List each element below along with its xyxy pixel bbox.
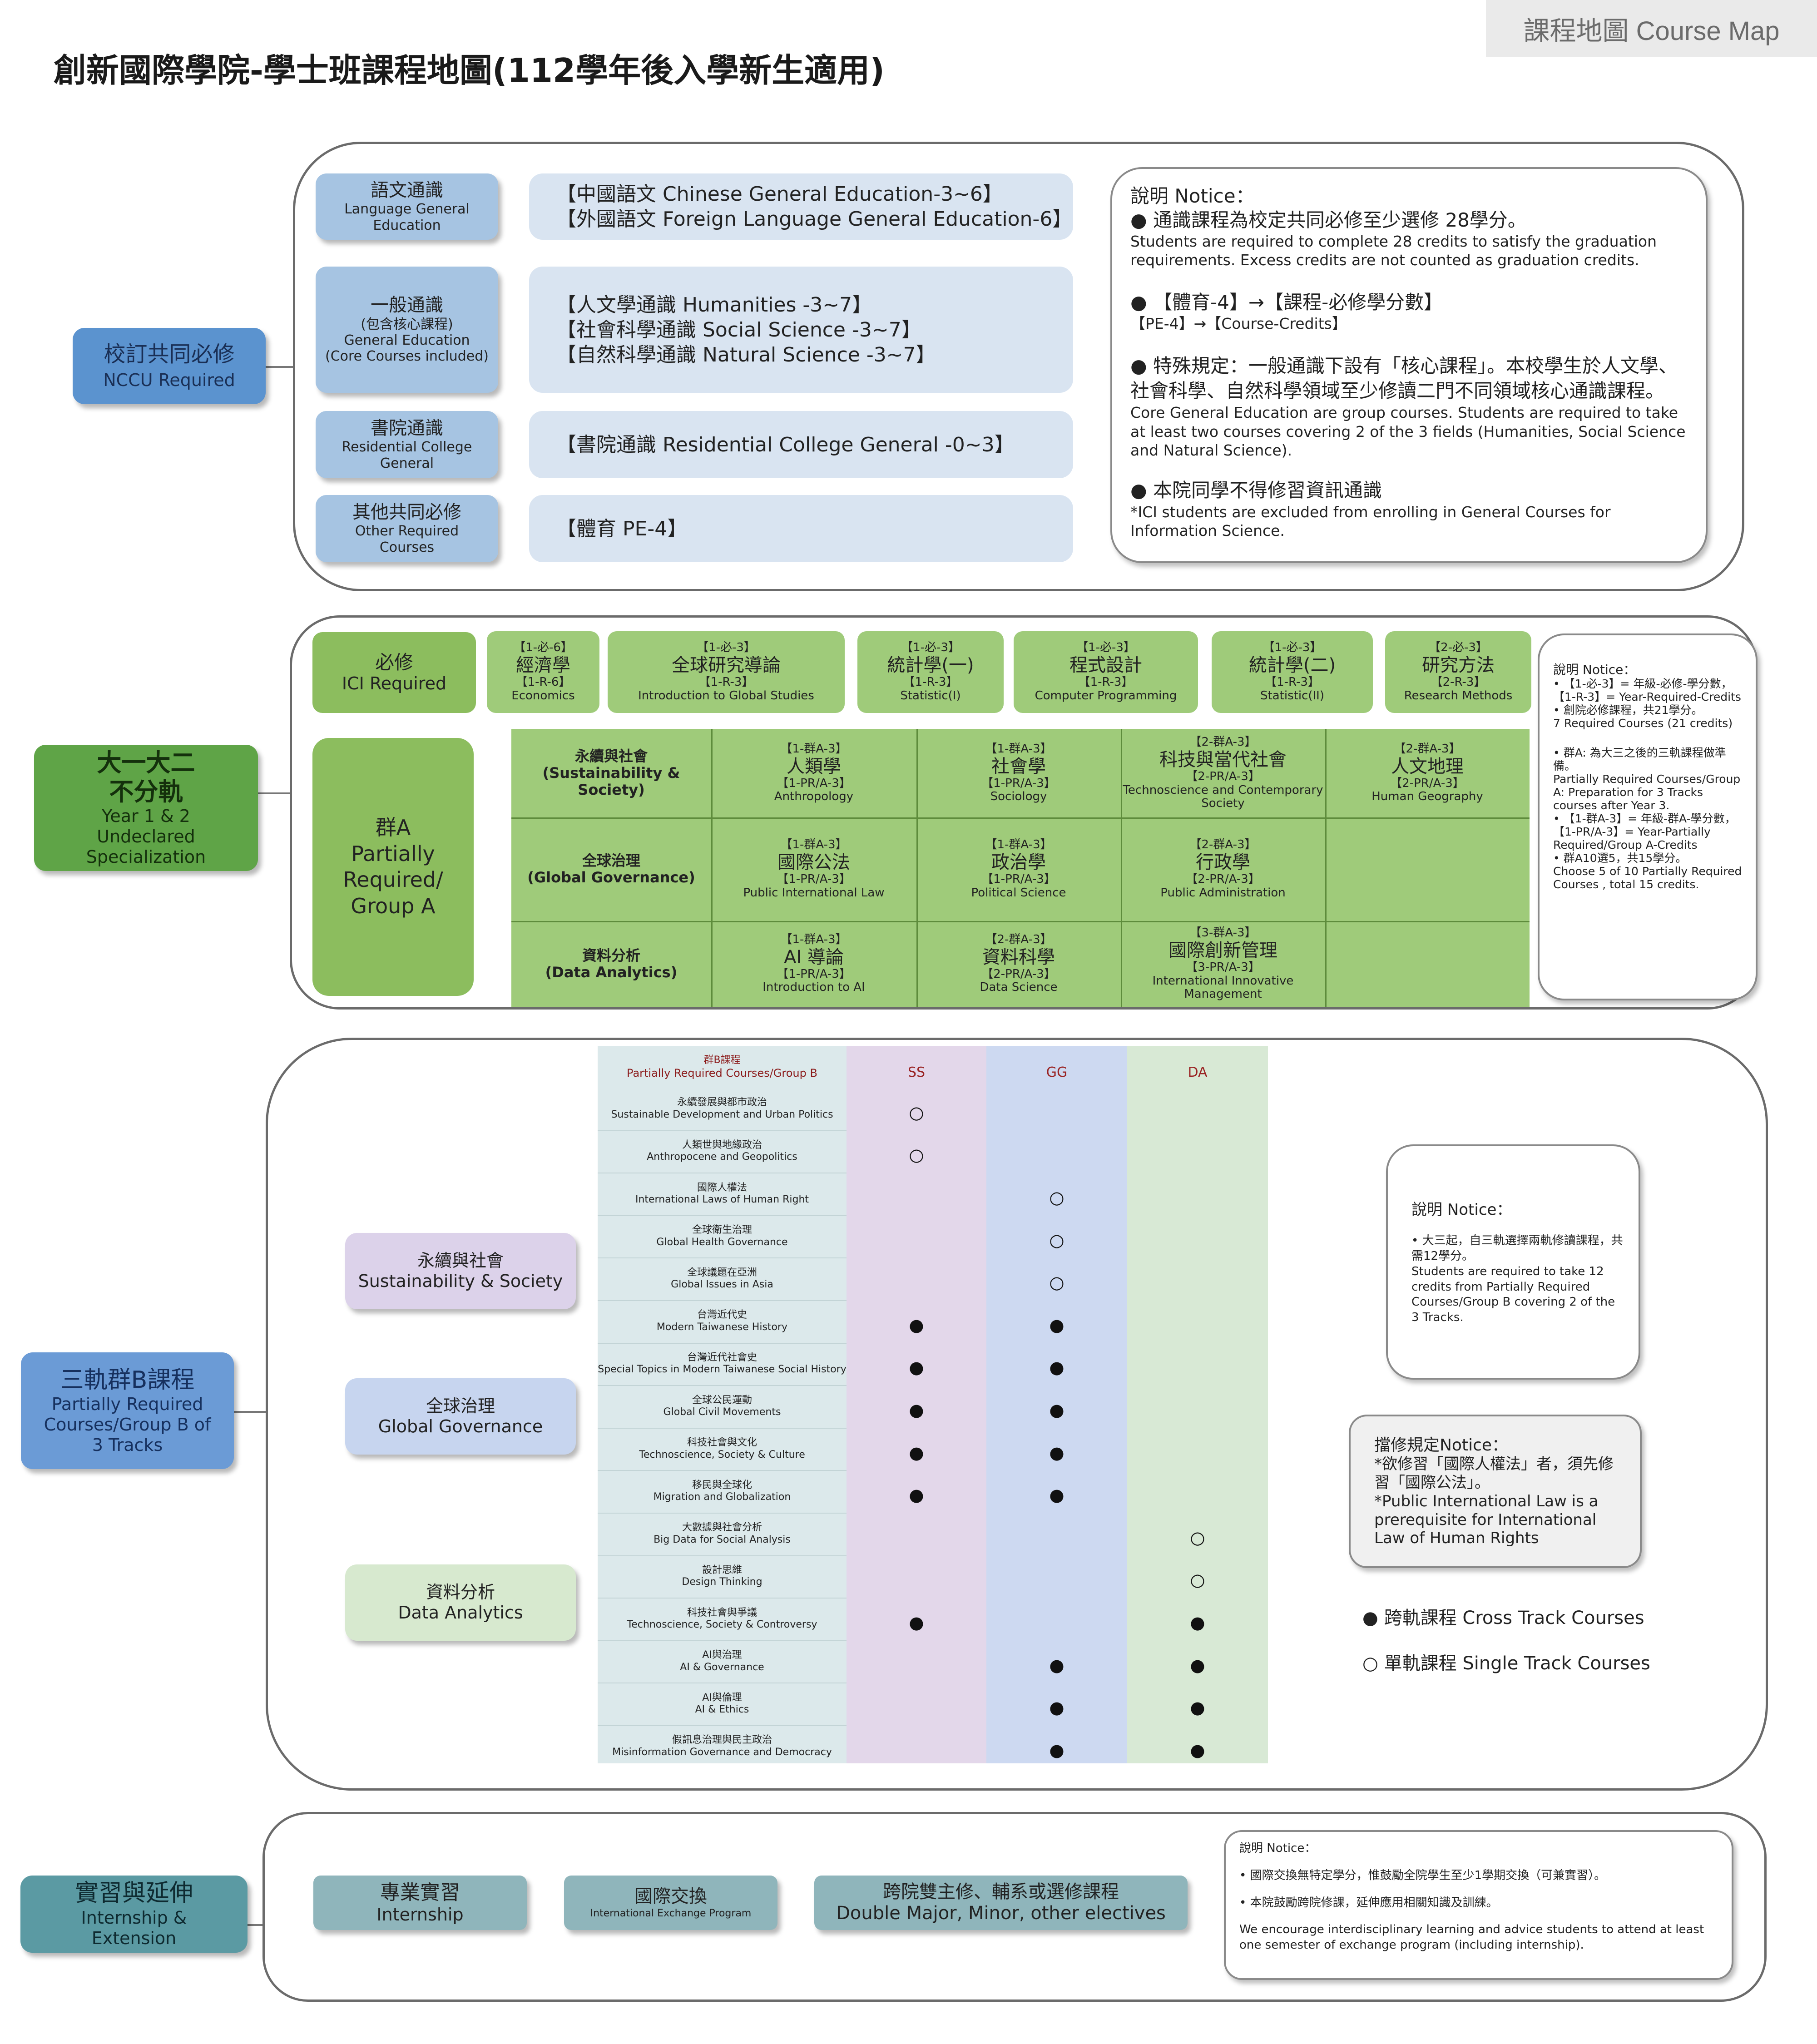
extension-item-2[interactable]: 跨院雙主修、輔系或選修課程 Double Major, Minor, other… — [814, 1876, 1188, 1930]
legend-single: ○ 單軌課程 Single Track Courses — [1362, 1653, 1650, 1674]
extension-item-0[interactable]: 專業實習 Internship — [313, 1876, 527, 1930]
mark-da-13: ● — [1190, 1655, 1205, 1675]
group-b-track-0: 永續與社會 Sustainability & Society — [345, 1233, 576, 1309]
mark-ss-7: ● — [909, 1400, 924, 1420]
group-b-course-7: 全球公民運動 Global Civil Movements — [663, 1394, 781, 1418]
mark-ss-12: ● — [909, 1613, 924, 1633]
group-b-course-5: 台灣近代史 Modern Taiwanese History — [656, 1309, 788, 1333]
gen-category-1: 一般通識(包含核心課程)General Education(Core Cours… — [316, 267, 498, 393]
group-a-label: 群A Partially Required/ Group A — [312, 738, 474, 996]
required-course-3: 【1-必-3】 程式設計 【1-R-3】 Computer Programmin… — [1014, 631, 1198, 713]
gg-column — [986, 1046, 1127, 1763]
mark-gg-5: ● — [1049, 1315, 1064, 1335]
track-label-0: 永續與社會 (Sustainability & Society) — [542, 747, 680, 798]
mark-gg-6: ● — [1049, 1357, 1064, 1378]
mark-ss-0: ○ — [909, 1102, 924, 1123]
general-notice: 說明 Notice： ● 通識課程為校定共同必修至少選修 28學分。 Stude… — [1110, 167, 1708, 563]
extension-item-1[interactable]: 國際交換 International Exchange Program — [564, 1876, 777, 1930]
mark-ss-6: ● — [909, 1357, 924, 1378]
group-b-course-4: 全球議題在亞洲 Global Issues in Asia — [671, 1267, 773, 1291]
group-b-course-13: AI與治理 AI & Governance — [680, 1649, 764, 1673]
group-b-label: 三軌群B課程 Partially Required Courses/Group … — [21, 1352, 234, 1469]
mark-gg-2: ○ — [1049, 1188, 1064, 1208]
group-b-track-1: 全球治理 Global Governance — [345, 1378, 576, 1455]
mark-gg-13: ● — [1049, 1655, 1064, 1675]
mark-gg-4: ○ — [1049, 1272, 1064, 1293]
group-a-course-1-2: 【2-群A-3】 行政學 【2-PR/A-3】 Public Administr… — [1160, 838, 1286, 900]
page-title: 創新國際學院-學士班課程地圖(112學年後入學新生適用) — [54, 51, 885, 89]
group-a-course-2-2: 【3-群A-3】 國際創新管理 【3-PR/A-3】 International… — [1152, 925, 1294, 1001]
mark-da-14: ● — [1190, 1698, 1205, 1718]
track-label-1: 全球治理 (Global Governance) — [527, 852, 695, 886]
group-a-course-0-1: 【1-群A-3】 社會學 【1-PR/A-3】 Sociology — [981, 742, 1056, 804]
group-b-names-column — [598, 1046, 847, 1763]
group-b-course-10: 大數據與社會分析 Big Data for Social Analysis — [654, 1522, 791, 1545]
mark-gg-8: ● — [1049, 1442, 1064, 1463]
track-label-2: 資料分析 (Data Analytics) — [545, 946, 678, 981]
mark-ss-1: ○ — [909, 1145, 924, 1165]
required-course-1: 【1-必-3】 全球研究導論 【1-R-3】 Introduction to G… — [608, 631, 845, 713]
group-a-course-0-2: 【2-群A-3】 科技與當代社會 【2-PR/A-3】 Technoscienc… — [1123, 735, 1323, 811]
required-course-4: 【1-必-3】 統計學(二) 【1-R-3】 Statistic(II) — [1212, 631, 1373, 713]
group-b-notice: 說明 Notice： • 大三起，自三軌選擇兩軌修讀課程，共需12學分。 Stu… — [1386, 1144, 1640, 1380]
mark-gg-7: ● — [1049, 1400, 1064, 1420]
group-b-course-11: 設計思維 Design Thinking — [682, 1564, 762, 1588]
group-b-course-0: 永續發展與都市政治 Sustainable Development and Ur… — [611, 1097, 833, 1120]
group-b-course-14: AI與倫理 AI & Ethics — [695, 1692, 749, 1716]
group-b-course-6: 台灣近代社會史 Special Topics in Modern Taiwane… — [598, 1352, 847, 1376]
group-b-course-3: 全球衛生治理 Global Health Governance — [656, 1224, 788, 1248]
group-b-course-9: 移民與全球化 Migration and Globalization — [653, 1479, 791, 1503]
prerequisite-notice: 擋修規定Notice： *欲修習「國際人權法」者，須先修習「國際公法」。 *Pu… — [1349, 1415, 1642, 1568]
group-b-course-12: 科技社會與爭議 Technoscience, Society & Controv… — [627, 1607, 817, 1630]
group-a-course-1-0: 【1-群A-3】 國際公法 【1-PR/A-3】 Public Internat… — [743, 838, 885, 900]
mark-da-10: ○ — [1190, 1527, 1205, 1548]
col-da: DA — [1188, 1064, 1208, 1080]
course-map-tag: 課程地圖 Course Map — [1486, 0, 1817, 57]
group-b-course-8: 科技社會與文化 Technoscience, Society & Culture — [639, 1437, 805, 1460]
group-a-course-2-1: 【2-群A-3】 資料科學 【2-PR/A-3】 Data Science — [980, 932, 1058, 995]
mark-da-11: ○ — [1190, 1570, 1205, 1590]
year12-label: 大一大二 不分軌 Year 1 & 2 Undeclared Specializ… — [34, 745, 258, 871]
mark-gg-9: ● — [1049, 1485, 1064, 1505]
group-b-track-2: 資料分析 Data Analytics — [345, 1564, 576, 1641]
required-course-2: 【1-必-3】 統計學(一) 【1-R-3】 Statistic(I) — [857, 631, 1004, 713]
required-course-0: 【1-必-6】 經濟學 【1-R-6】 Economics — [487, 631, 599, 713]
mark-gg-15: ● — [1049, 1740, 1064, 1760]
gen-courses-2: 【書院通識 Residential College General -0~3】 — [529, 411, 1073, 478]
mark-ss-8: ● — [909, 1442, 924, 1463]
nccu-required-label: 校訂共同必修 NCCU Required — [73, 328, 266, 404]
course-map-tag-text: 課程地圖 Course Map — [1523, 16, 1780, 46]
ici-required-label: 必修 ICI Required — [312, 632, 476, 713]
gen-courses-0: 【中國語文 Chinese General Education-3~6】【外國語… — [529, 173, 1073, 240]
mark-gg-14: ● — [1049, 1698, 1064, 1718]
mark-da-15: ● — [1190, 1740, 1205, 1760]
group-a-course-0-0: 【1-群A-3】 人類學 【1-PR/A-3】 Anthropology — [774, 742, 854, 804]
col-gg: GG — [1046, 1064, 1068, 1080]
ss-column — [847, 1046, 986, 1763]
da-column — [1127, 1046, 1268, 1763]
group-b-course-2: 國際人權法 International Laws of Human Right — [635, 1182, 809, 1205]
group-a-course-2-0: 【1-群A-3】 AI 導論 【1-PR/A-3】 Introduction t… — [762, 932, 865, 995]
mark-gg-3: ○ — [1049, 1230, 1064, 1250]
mark-da-12: ● — [1190, 1613, 1205, 1633]
internship-notice: 說明 Notice： • 國際交換無特定學分，惟鼓勵全院學生至少1學期交換（可兼… — [1224, 1830, 1733, 1980]
group-b-course-15: 假訊息治理與民主政治 Misinformation Governance and… — [612, 1734, 832, 1758]
group-b-course-1: 人類世與地緣政治 Anthropocene and Geopolitics — [647, 1139, 797, 1163]
gen-courses-3: 【體育 PE-4】 — [529, 495, 1073, 562]
internship-label: 實習與延伸 Internship & Extension — [20, 1876, 248, 1953]
required-notice: 說明 Notice： • 【1-必-3】= 年級-必修-學分數， 【1-R-3】… — [1538, 633, 1758, 1000]
required-course-5: 【2-必-3】 研究方法 【2-R-3】 Research Methods — [1385, 631, 1531, 713]
mark-ss-9: ● — [909, 1485, 924, 1505]
group-a-course-0-3: 【2-群A-3】 人文地理 【2-PR/A-3】 Human Geography — [1371, 742, 1483, 804]
legend-cross: ● 跨軌課程 Cross Track Courses — [1362, 1608, 1644, 1628]
group-a-course-1-1: 【1-群A-3】 政治學 【1-PR/A-3】 Political Scienc… — [971, 838, 1066, 900]
col-ss: SS — [907, 1064, 926, 1080]
gen-courses-1: 【人文學通識 Humanities -3~7】【社會科學通識 Social Sc… — [529, 267, 1073, 393]
group-b-header: 群B課程 Partially Required Courses/Group B — [627, 1054, 817, 1079]
group-a-grid — [511, 729, 1530, 1007]
mark-ss-5: ● — [909, 1315, 924, 1335]
